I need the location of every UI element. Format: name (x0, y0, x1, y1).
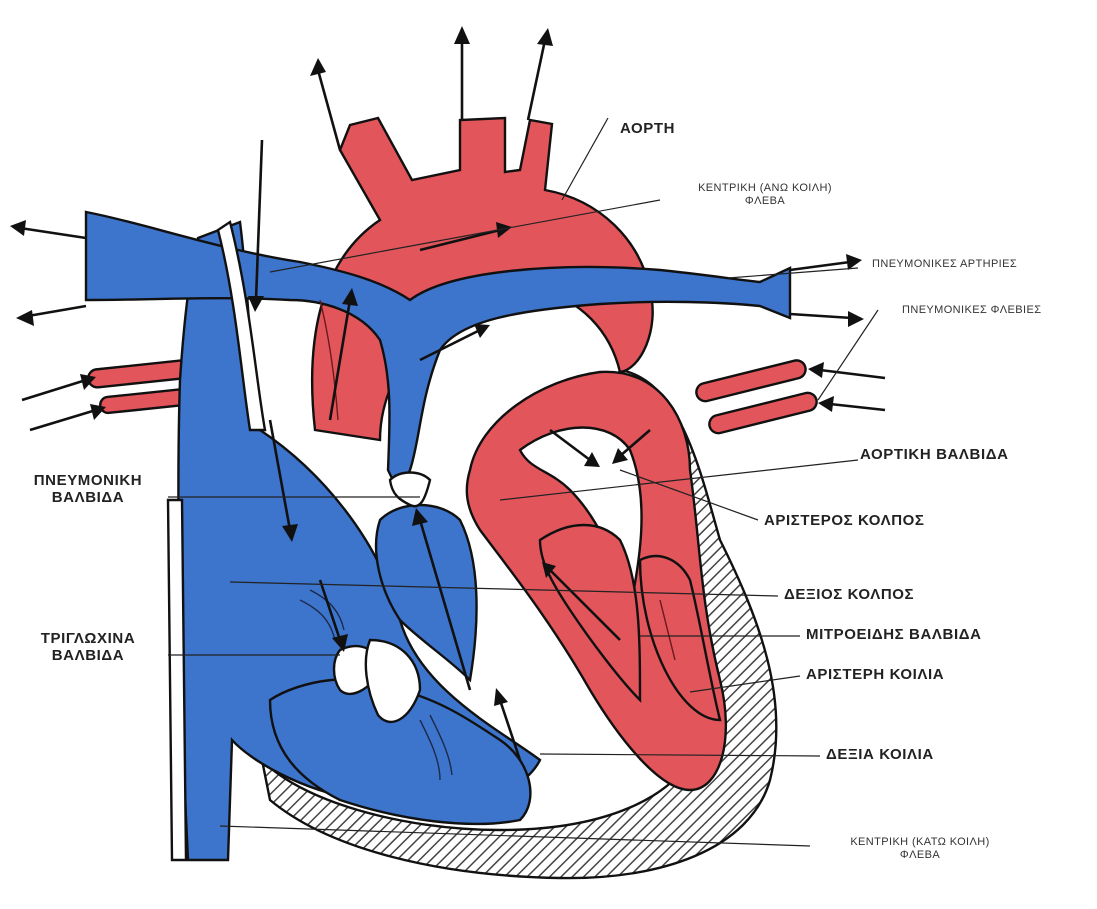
label-left-ventricle: ΑΡΙΣΤΕΡΗ ΚΟΙΛΙΑ (806, 666, 944, 683)
label-pulmonary-veins: ΠΝΕΥΜΟΝΙΚΕΣ ΦΛΕΒΙΕΣ (902, 304, 1041, 317)
label-tricuspid-valve-line1: ΤΡΙΓΛΩΧΙΝΑ (10, 630, 166, 647)
label-superior-vena-cava: ΚΕΝΤΡΙΚΗ (ΑΝΩ ΚΟΙΛΗ) ΦΛΕΒΑ (665, 182, 865, 207)
label-aorta: ΑΟΡΤΗ (620, 120, 675, 137)
label-tricuspid-valve: ΤΡΙΓΛΩΧΙΝΑ ΒΑΛΒΙΔΑ (10, 630, 166, 665)
label-right-atrium: ΔΕΞΙΟΣ ΚΟΛΠΟΣ (784, 586, 914, 603)
label-superior-vena-cava-line1: ΚΕΝΤΡΙΚΗ (ΑΝΩ ΚΟΙΛΗ) (665, 182, 865, 195)
label-pulmonary-valve-line2: ΒΑΛΒΙΔΑ (10, 489, 166, 506)
label-left-atrium: ΑΡΙΣΤΕΡΟΣ ΚΟΛΠΟΣ (764, 512, 925, 529)
label-right-ventricle: ΔΕΞΙΑ ΚΟΙΛΙΑ (826, 746, 934, 763)
label-inferior-vena-cava-line1: ΚΕΝΤΡΙΚΗ (ΚΑΤΩ ΚΟΙΛΗ) (820, 836, 1020, 849)
label-inferior-vena-cava-line2: ΦΛΕΒΑ (820, 849, 1020, 862)
label-aortic-valve: ΑΟΡΤΙΚΗ ΒΑΛΒΙΔΑ (860, 446, 1009, 463)
label-pulmonary-arteries: ΠΝΕΥΜΟΝΙΚΕΣ ΑΡΤΗΡΙΕΣ (872, 258, 1017, 271)
label-pulmonary-valve-line1: ΠΝΕΥΜΟΝΙΚΗ (10, 472, 166, 489)
label-pulmonary-valve: ΠΝΕΥΜΟΝΙΚΗ ΒΑΛΒΙΔΑ (10, 472, 166, 507)
pulmonary-valve (390, 473, 430, 507)
label-inferior-vena-cava: ΚΕΝΤΡΙΚΗ (ΚΑΤΩ ΚΟΙΛΗ) ΦΛΕΒΑ (820, 836, 1020, 861)
label-superior-vena-cava-line2: ΦΛΕΒΑ (665, 195, 865, 208)
label-mitral-valve: ΜΙΤΡΟΕΙΔΗΣ ΒΑΛΒΙΔΑ (806, 626, 982, 643)
label-tricuspid-valve-line2: ΒΑΛΒΙΔΑ (10, 647, 166, 664)
